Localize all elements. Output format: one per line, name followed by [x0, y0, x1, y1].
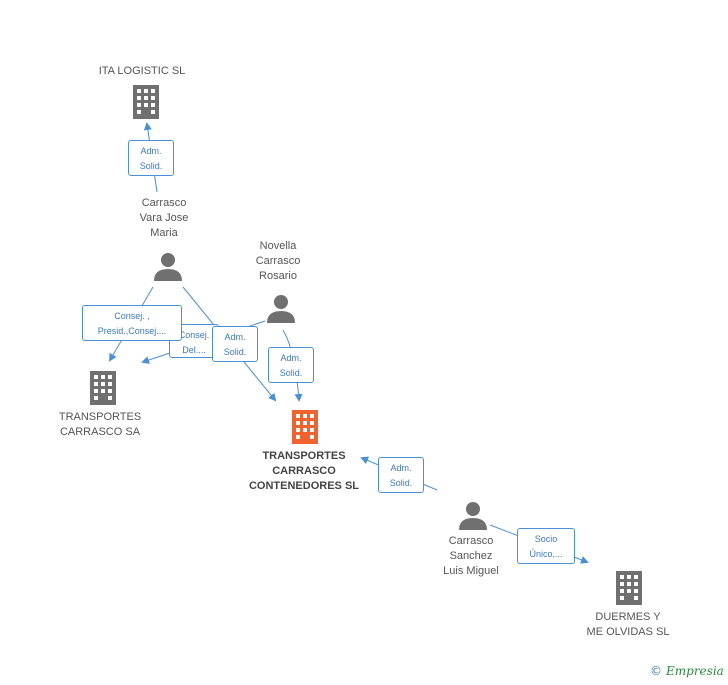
building-icon[interactable] — [88, 371, 118, 405]
person-icon[interactable] — [458, 500, 488, 530]
node-label-novella: Novella Carrasco Rosario — [255, 240, 301, 282]
copyright-icon: © — [650, 664, 662, 678]
edge-label[interactable]: Socio Único,... — [517, 528, 575, 564]
edge-label[interactable]: Adm. Solid. — [268, 347, 314, 383]
brand-name: Empresia — [666, 664, 724, 678]
edge-label[interactable]: Adm. Solid. — [212, 326, 258, 362]
edge-label[interactable]: Consej. Del.... — [169, 324, 219, 358]
node-label-duermes: DUERMES Y ME OLVIDAS SL — [586, 611, 670, 638]
person-icon[interactable] — [153, 251, 183, 281]
edge-label[interactable]: Adm. Solid. — [378, 457, 424, 493]
main-building-icon[interactable] — [290, 410, 320, 444]
node-label-carrasco-vara: Carrasco Vara Jose Maria — [139, 197, 189, 239]
node-label-transportes-carrasco-sa: TRANSPORTES CARRASCO SA — [58, 411, 142, 438]
edge-label[interactable]: Adm. Solid. — [128, 140, 174, 176]
node-label-main-company: TRANSPORTES CARRASCO CONTENEDORES SL — [248, 450, 359, 492]
building-icon[interactable] — [614, 571, 644, 605]
node-label-carrasco-sanchez: Carrasco Sanchez Luis Miguel — [443, 535, 499, 577]
building-icon[interactable] — [131, 85, 161, 119]
edge-label[interactable]: Consej. , Presid.,Consej.... — [82, 305, 182, 341]
node-label-ita-logistic: ITA LOGISTIC SL — [98, 65, 186, 77]
empresia-logo: © Empresia — [650, 664, 724, 678]
person-icon[interactable] — [266, 293, 296, 323]
